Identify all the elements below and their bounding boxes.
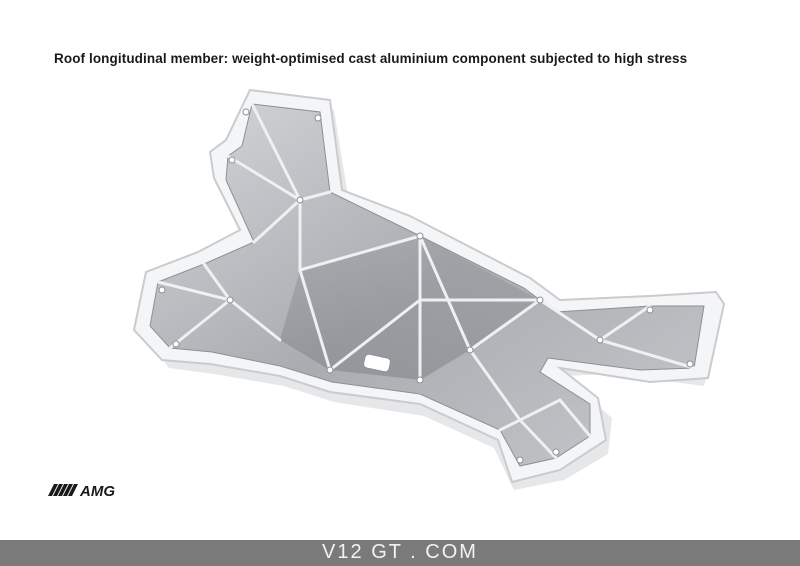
image-caption: Roof longitudinal member: weight-optimis… [54,51,688,66]
watermark-bar [0,540,800,566]
watermark-text: V12 GT . COM [322,541,478,563]
amg-logo: AMG [48,483,115,498]
roof-longitudinal-member-image [132,88,726,490]
svg-text:AMG: AMG [79,483,115,498]
